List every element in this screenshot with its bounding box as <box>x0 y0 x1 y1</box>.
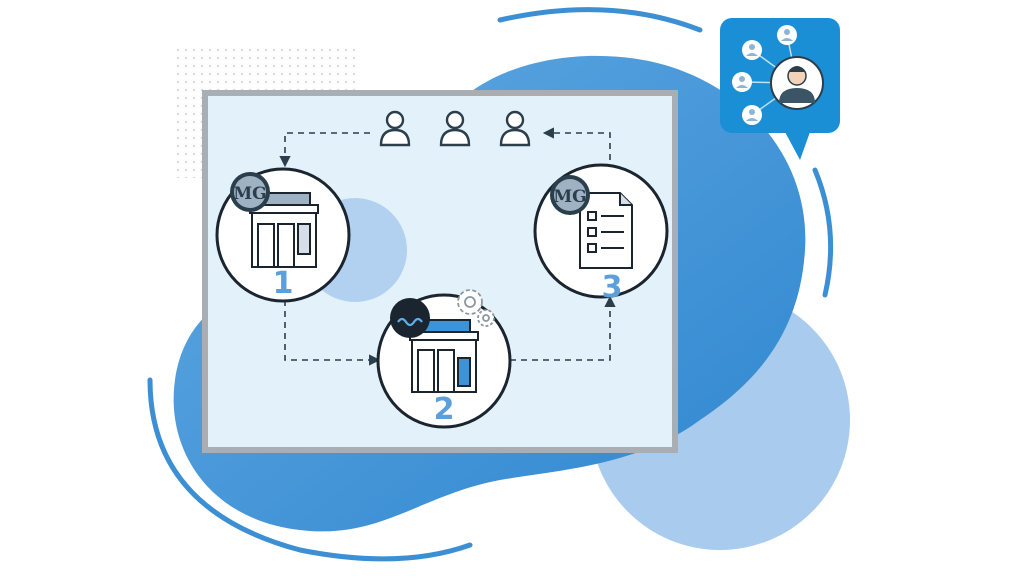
logo-text: MG <box>233 184 266 204</box>
decor-arc-right <box>812 167 834 298</box>
decor-arc-top <box>497 7 703 33</box>
flow-arrow-step2-to-step3 <box>510 295 616 361</box>
connected-user-icon <box>777 25 797 45</box>
mg-logo: MG <box>550 175 590 215</box>
gear-icon <box>457 289 495 327</box>
connected-user-icon <box>742 40 762 60</box>
step-3: MG 3 <box>533 163 669 305</box>
mg-logo: MG <box>230 172 270 212</box>
step-number: 3 <box>602 270 623 305</box>
main-user-avatar-icon <box>770 56 824 110</box>
step-1: MG 1 <box>215 167 351 303</box>
logo-text: MG <box>553 187 586 207</box>
user-icon <box>379 110 411 147</box>
users-group <box>379 110 531 147</box>
decor-arc-bottom <box>147 377 473 562</box>
flow-arrow-step1-to-step2 <box>284 300 381 366</box>
connected-user-icon <box>732 72 752 92</box>
user-icon <box>499 110 531 147</box>
step-number: 1 <box>273 266 294 301</box>
partner-logo <box>390 298 430 338</box>
network-badge <box>720 18 840 160</box>
flow-arrow-step3-to-users <box>542 127 611 160</box>
checklist-document-icon <box>579 192 633 269</box>
flow-lines <box>279 127 616 366</box>
user-icon <box>439 110 471 147</box>
connected-user-icon <box>742 105 762 125</box>
step-2: 2 <box>376 289 512 429</box>
step-number: 2 <box>434 392 455 427</box>
storefront-with-gears-icon <box>409 319 479 393</box>
